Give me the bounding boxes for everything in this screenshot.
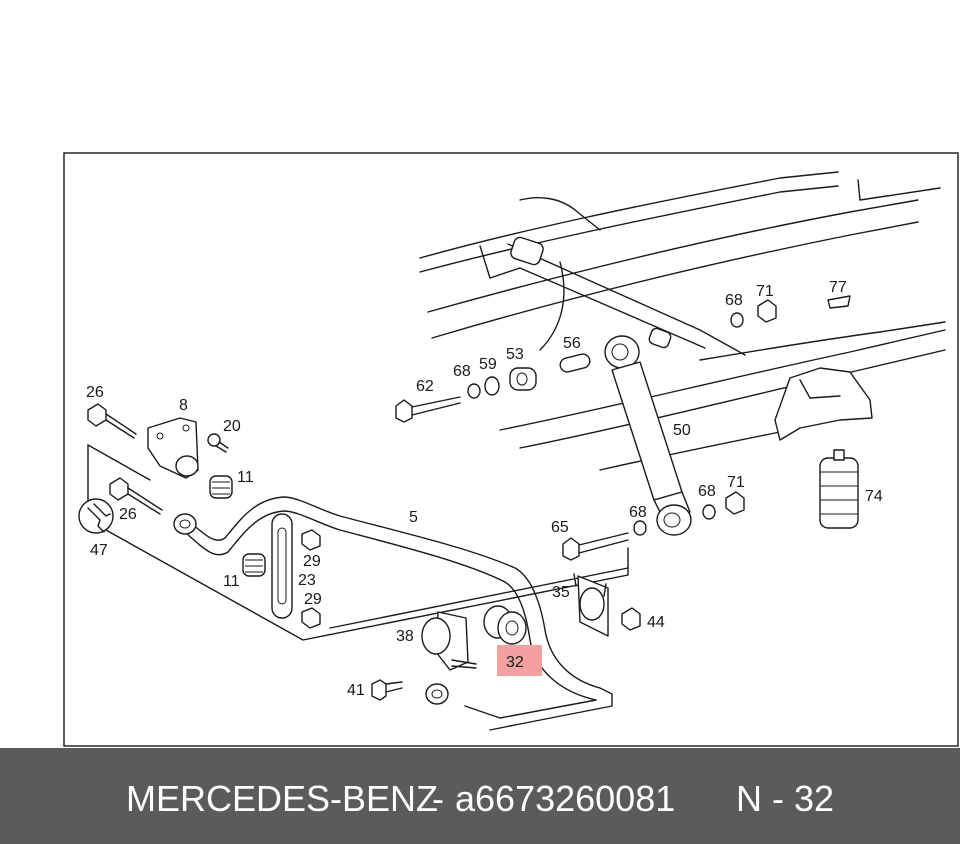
footer-separator: - [432, 778, 444, 819]
clip-77 [827, 295, 851, 309]
stabilizer-bar [184, 496, 613, 731]
footer-bar: MERCEDES-BENZ - a6673260081 N - 32 [0, 748, 960, 844]
callout-8: 8 [179, 397, 188, 414]
bracket-8 [147, 417, 199, 479]
callout-23: 23 [298, 572, 316, 589]
callout-47: 47 [90, 542, 108, 559]
footer-part-number: a6673260081 [455, 778, 676, 819]
washer-68c [633, 520, 647, 536]
callout-68a: 68 [453, 363, 471, 380]
callout-11b: 11 [223, 573, 240, 590]
callout-29b: 29 [304, 591, 322, 608]
washer-68b [730, 312, 744, 328]
chassis-frame [419, 171, 946, 471]
nut-44 [621, 607, 641, 631]
callout-77: 77 [829, 279, 847, 296]
wrench-icon [78, 498, 114, 534]
callout-71a: 71 [756, 283, 774, 300]
callout-labels: 26 8 20 11 26 47 5 29 11 23 29 62 68 59 … [86, 279, 883, 699]
callout-68c: 68 [629, 504, 647, 521]
callout-62: 62 [416, 378, 434, 395]
bushing-32 [483, 605, 527, 645]
axle-plate [87, 444, 629, 641]
bolt-41 [371, 679, 403, 701]
callout-68b: 68 [725, 292, 743, 309]
shock-absorber-50 [604, 335, 692, 536]
callout-65: 65 [551, 519, 569, 536]
sleeve-56 [559, 353, 591, 373]
callout-29a: 29 [303, 553, 321, 570]
parts-diagram: 26 8 20 11 26 47 5 29 11 23 29 62 68 59 … [63, 152, 959, 747]
bolt-26a [87, 403, 137, 439]
callout-11a: 11 [237, 469, 254, 486]
bolt-65 [562, 532, 629, 561]
clamp-35 [573, 573, 609, 637]
bushing-53 [509, 367, 537, 391]
nut-29b [301, 607, 321, 629]
callout-44: 44 [647, 614, 665, 631]
callout-5: 5 [409, 509, 418, 526]
callout-32: 32 [506, 654, 524, 671]
bushing-11a [209, 475, 233, 499]
callout-56: 56 [563, 335, 581, 352]
nut-71b [725, 491, 745, 515]
highlight-box-32 [497, 645, 542, 676]
callout-59: 59 [479, 356, 497, 373]
diagram-frame [63, 152, 959, 747]
bolt-62 [395, 396, 461, 423]
washer-59 [484, 376, 500, 396]
link-end [173, 513, 449, 705]
link-23 [271, 513, 293, 619]
callout-68d: 68 [698, 483, 716, 500]
callout-71b: 71 [727, 474, 745, 491]
washer-68a [467, 383, 481, 399]
bolt-26b [109, 477, 163, 515]
footer-brand: MERCEDES-BENZ [126, 778, 439, 819]
callout-74: 74 [865, 488, 883, 505]
callout-50: 50 [673, 422, 691, 439]
clamp-38 [421, 611, 477, 671]
callout-26a: 26 [86, 384, 104, 401]
callout-38: 38 [396, 628, 414, 645]
nut-29a [301, 529, 321, 551]
callout-35: 35 [552, 584, 570, 601]
nut-71a [757, 299, 777, 323]
washer-68d [702, 504, 716, 520]
callout-26b: 26 [119, 506, 137, 523]
callout-20: 20 [223, 418, 241, 435]
callout-53: 53 [506, 346, 524, 363]
bushing-11b [242, 553, 266, 577]
footer-position: N - 32 [736, 778, 835, 819]
bolt-20 [207, 433, 229, 453]
bump-stop-74 [819, 449, 859, 529]
callout-41: 41 [347, 682, 365, 699]
